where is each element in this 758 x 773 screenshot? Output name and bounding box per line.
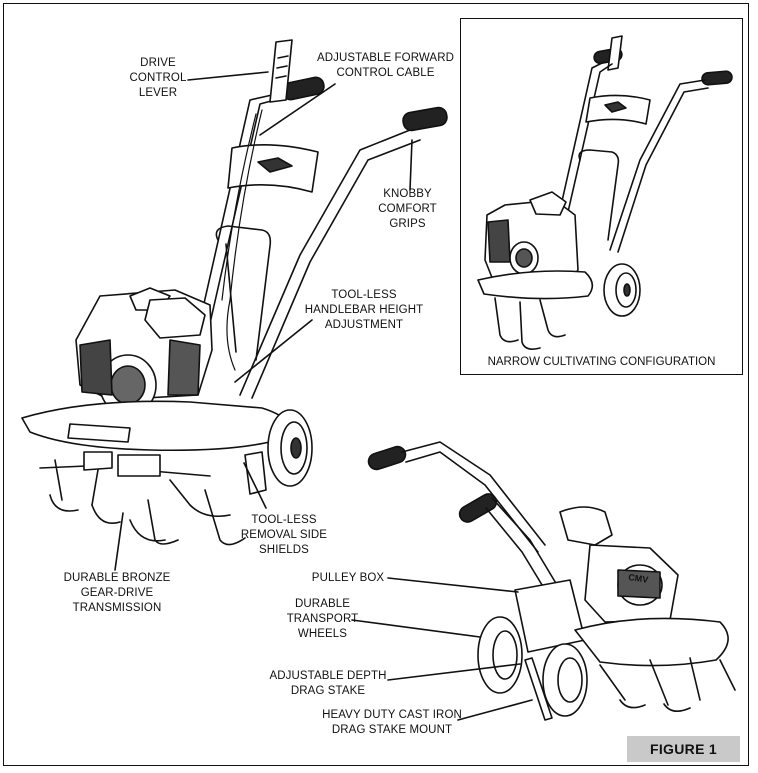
tine-icon	[39, 451, 246, 546]
inset-caption: NARROW CULTIVATING CONFIGURATION	[487, 356, 716, 368]
label-tool-less-removal-side-shields: TOOL-LESS REMOVAL SIDE SHIELDS	[240, 514, 328, 556]
rear-tiller	[367, 441, 736, 721]
figure-frame	[3, 3, 749, 766]
label-adjustable-forward-control-cable: ADJUSTABLE FORWARD CONTROL CABLE	[316, 52, 455, 79]
label-adjustable-depth-drag-stake: ADJUSTABLE DEPTH DRAG STAKE	[269, 670, 387, 697]
figure-label: FIGURE 1	[627, 736, 740, 762]
label-drive-control-lever: DRIVE CONTROL LEVER	[129, 57, 187, 99]
label-knobby-comfort-grips: KNOBBY COMFORT GRIPS	[378, 188, 437, 230]
main-tiller	[21, 39, 448, 546]
knobby-grip-icon	[281, 76, 448, 132]
label-tool-less-handlebar-height-adjustment: TOOL-LESS HANDLEBAR HEIGHT ADJUSTMENT	[304, 289, 424, 331]
label-durable-transport-wheels: DURABLE TRANSPORT WHEELS	[286, 598, 359, 640]
label-pulley-box: PULLEY BOX	[311, 572, 385, 584]
label-heavy-duty-cast-iron-drag-stake-mount: HEAVY DUTY CAST IRON DRAG STAKE MOUNT	[322, 709, 462, 736]
wheel-icon	[267, 409, 313, 487]
inset-panel: NARROW CULTIVATING CONFIGURATION	[460, 18, 743, 375]
brand-mark: CMV	[628, 572, 649, 585]
label-durable-bronze-gear-drive-transmission: DURABLE BRONZE GEAR-DRIVE TRANSMISSION	[63, 572, 171, 614]
narrow-config-tiller	[477, 35, 733, 350]
